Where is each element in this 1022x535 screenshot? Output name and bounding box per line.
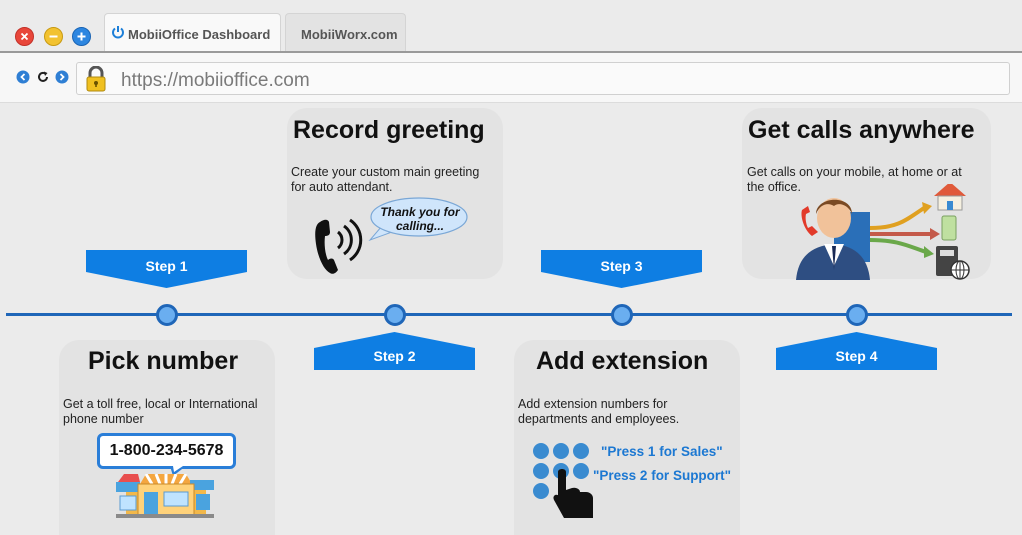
step-3-label-text: Step 3 (600, 258, 643, 274)
address-bar[interactable]: https://mobiioffice.com (76, 62, 1010, 95)
step-2-node (384, 304, 406, 326)
press-1-sales-text: "Press 1 for Sales" (601, 444, 723, 459)
url-text: https://mobiioffice.com (121, 70, 310, 91)
minimize-icon (49, 35, 58, 38)
step-4-description: Get calls on your mobile, at home or at … (747, 165, 962, 194)
step-4-label: Step 4 (776, 332, 937, 370)
tab-strip-divider (0, 51, 1022, 53)
step-4-label-text: Step 4 (835, 348, 878, 364)
step-1-label: Step 1 (86, 250, 247, 288)
minimize-window-button[interactable] (44, 27, 63, 46)
greeting-bubble-text: Thank you for calling... (380, 205, 460, 233)
step-1-node (156, 304, 178, 326)
step-3-description: Add extension numbers for departments an… (518, 397, 680, 426)
close-window-button[interactable] (15, 27, 34, 46)
phone-ringing-icon (315, 218, 363, 274)
arrow-up-banner (314, 332, 475, 370)
step-3-card (514, 340, 740, 535)
step-2-label-text: Step 2 (373, 348, 416, 364)
maximize-window-button[interactable] (72, 27, 91, 46)
press-2-support-text: "Press 2 for Support" (593, 468, 732, 483)
browser-titlebar: MobiiOffice Dashboard MobiiWorx.com (0, 0, 1022, 53)
speech-bubble (368, 197, 468, 242)
step-1-description: Get a toll free, local or International … (63, 397, 258, 426)
step-3-label: Step 3 (541, 250, 702, 288)
step-4-title: Get calls anywhere (748, 116, 975, 144)
browser-toolbar: https://mobiioffice.com (0, 53, 1022, 103)
tab-mobiiworx[interactable]: MobiiWorx.com (285, 13, 406, 53)
back-icon[interactable] (16, 70, 30, 84)
arrow-up-banner (776, 332, 937, 370)
lock-icon (86, 66, 106, 92)
step-1-title: Pick number (88, 347, 239, 375)
plus-icon (77, 32, 86, 41)
phone-number-badge: 1-800-234-5678 (97, 433, 236, 469)
step-2-description: Create your custom main greeting for aut… (291, 165, 480, 194)
step-1-label-text: Step 1 (145, 258, 188, 274)
arrow-down-banner (541, 250, 702, 288)
power-icon (112, 26, 124, 39)
tab-label: MobiiWorx.com (301, 27, 398, 42)
step-3-title: Add extension (536, 347, 709, 375)
keypad-icon (533, 443, 593, 518)
call-forward-icon (796, 184, 970, 280)
step-2-label: Step 2 (314, 332, 475, 370)
forward-icon[interactable] (55, 70, 69, 84)
tab-label: MobiiOffice Dashboard (128, 27, 271, 42)
step-4-node (846, 304, 868, 326)
close-icon (20, 32, 29, 41)
tab-mobiioffice-dashboard[interactable]: MobiiOffice Dashboard (104, 13, 281, 53)
timeline-line (6, 313, 1012, 316)
reload-icon[interactable] (36, 70, 50, 84)
arrow-down-banner (86, 250, 247, 288)
step-3-node (611, 304, 633, 326)
badge-pointer (170, 466, 186, 476)
storefront-icon (116, 474, 214, 518)
step-2-title: Record greeting (293, 116, 485, 144)
